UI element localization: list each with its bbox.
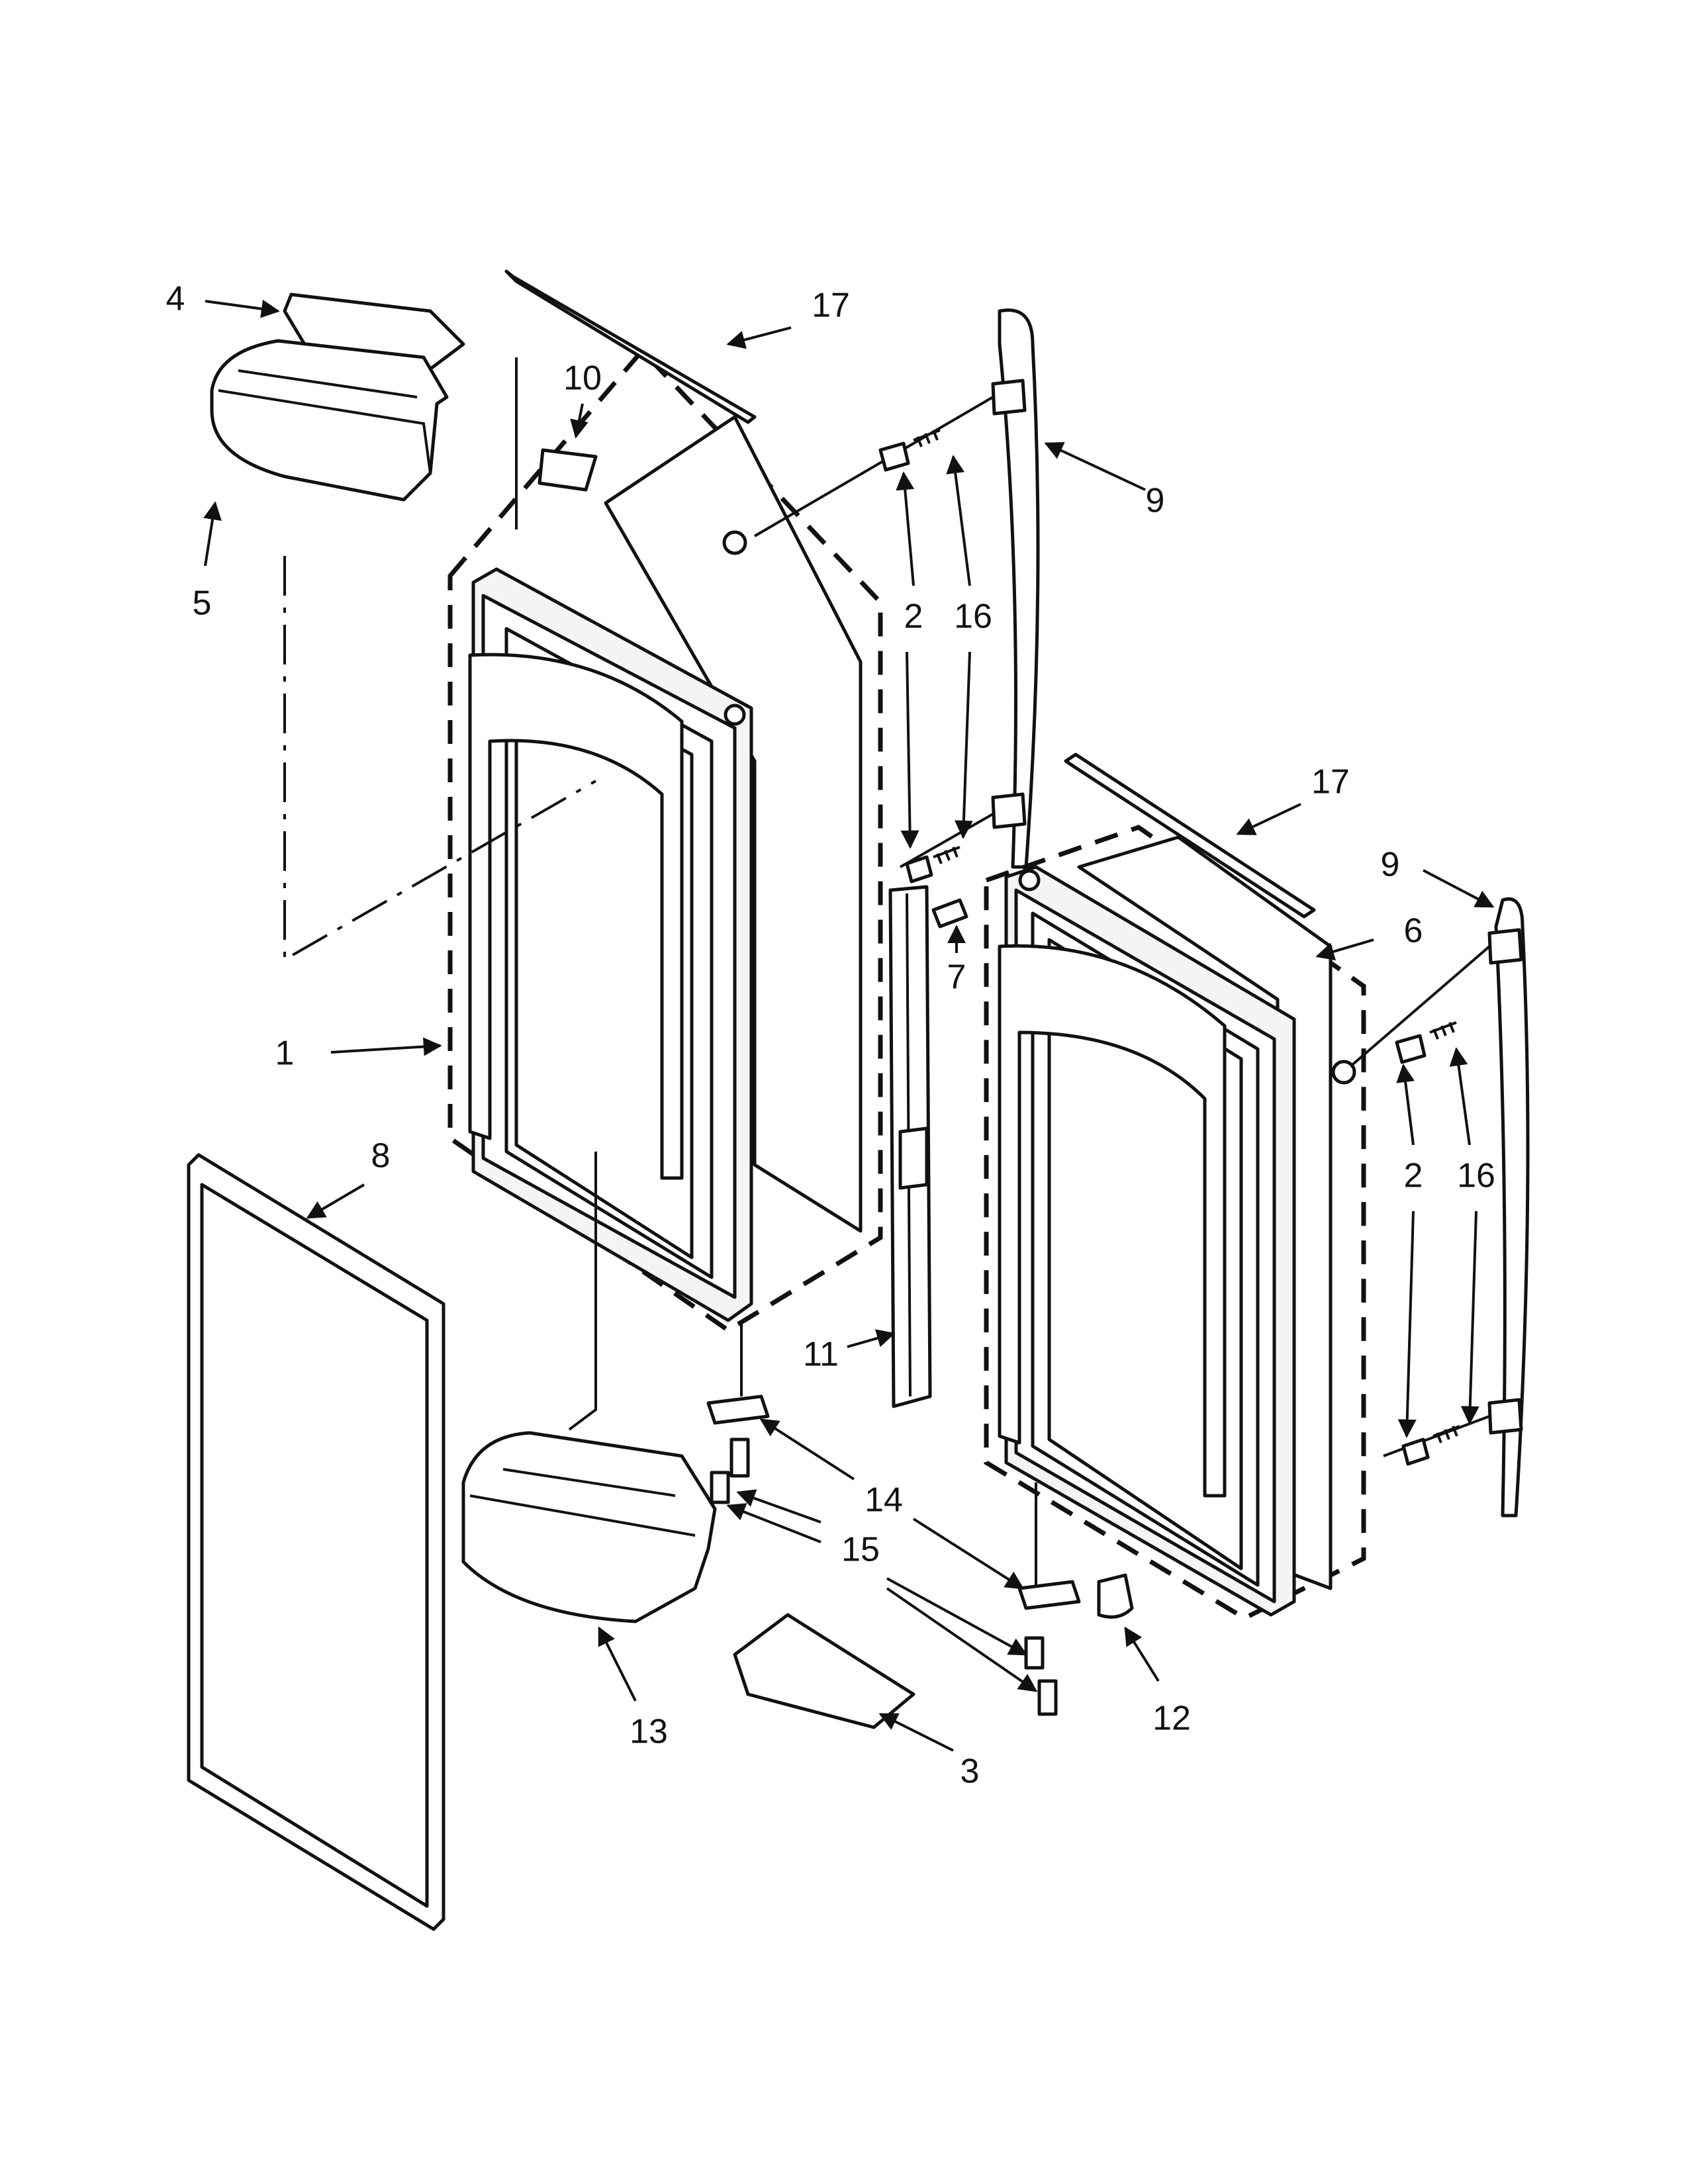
- callout-13: 13: [630, 1713, 668, 1751]
- upper-door-top-trim: [504, 269, 757, 424]
- callout-3: 3: [961, 1752, 980, 1791]
- left-door-liner-panel: [604, 415, 863, 1233]
- upper-handle-mount-line-top: [753, 396, 994, 537]
- upper-handle-mount-stud: [722, 530, 747, 555]
- left-door-dashed-outline: [447, 347, 883, 1334]
- upper-door-bin: [210, 339, 449, 502]
- right-hinge-screw-b: [1037, 1679, 1058, 1716]
- lower-bin-guide-line: [568, 1152, 597, 1431]
- callout-4: 4: [166, 280, 185, 318]
- callout-2-upper: 2: [904, 598, 923, 636]
- callout-labels: 4 5 17 10 9 2 16 1 7 17 6 9 2 16 8 11 14…: [166, 280, 1495, 1791]
- lower-door-hinge-pin: [1097, 1573, 1134, 1619]
- upper-handle-spacer-top: [878, 441, 910, 472]
- right-hinge-screw-a: [1024, 1636, 1045, 1670]
- lower-handle-screw-top: [1429, 1021, 1457, 1040]
- flipper-screw: [931, 898, 968, 929]
- lower-door-handle: [1487, 897, 1530, 1518]
- callout-1: 1: [275, 1034, 295, 1073]
- callout-11: 12: [1152, 1700, 1191, 1738]
- lower-handle-spacer-bottom: [1401, 1437, 1430, 1466]
- lower-handle-spacer-top: [1395, 1034, 1427, 1064]
- right-door: [998, 865, 1296, 1617]
- callout-17-upper: 17: [812, 287, 850, 325]
- center-flipper-mullion: [888, 885, 932, 1408]
- callout-6: 6: [1404, 912, 1423, 950]
- callout-17-lower: 17: [1311, 763, 1350, 801]
- callout-8: 8: [371, 1137, 391, 1175]
- label-plate: [538, 448, 598, 492]
- callout-leaders: [203, 299, 1495, 1752]
- left-hinge-screw-a: [729, 1437, 750, 1478]
- lower-handle-mount-stud: [1331, 1060, 1356, 1085]
- left-hinge-bracket: [706, 1394, 770, 1425]
- upper-handle-screw-bottom: [933, 846, 961, 864]
- left-door: [468, 567, 753, 1322]
- right-door-dashed-outline: [984, 825, 1366, 1621]
- door-gasket: [187, 1153, 445, 1931]
- upper-handle-mount-line-bottom: [900, 813, 994, 868]
- right-hinge-bracket: [1017, 1580, 1081, 1610]
- lower-handle-screw-bottom: [1432, 1425, 1460, 1443]
- lower-door-top-trim: [1064, 752, 1316, 919]
- callout-9-lower: 9: [1381, 846, 1400, 884]
- callout-2-lower: 2: [1404, 1157, 1423, 1195]
- callout-7: 7: [947, 958, 966, 997]
- callout-15: 15: [841, 1531, 880, 1569]
- left-hinge-screw-b: [710, 1471, 730, 1504]
- callout-16-lower: 16: [1457, 1157, 1495, 1195]
- callout-9-upper: 9: [1146, 482, 1165, 520]
- callout-10: 11: [803, 1336, 839, 1374]
- callout-16-upper: 16: [954, 598, 992, 636]
- lower-bin-cover: [733, 1613, 915, 1729]
- upper-door-handle: [991, 308, 1040, 869]
- callout-14: 14: [865, 1481, 903, 1520]
- lower-handle-mount-line-top: [1342, 945, 1491, 1073]
- upper-handle-screw-top: [913, 429, 941, 447]
- upper-handle-spacer-bottom: [905, 855, 933, 884]
- lower-door-bin: [461, 1431, 717, 1623]
- callout-5: 5: [193, 584, 212, 623]
- callout-12: 10: [563, 359, 602, 398]
- upper-bin-alignment-line: [283, 556, 596, 962]
